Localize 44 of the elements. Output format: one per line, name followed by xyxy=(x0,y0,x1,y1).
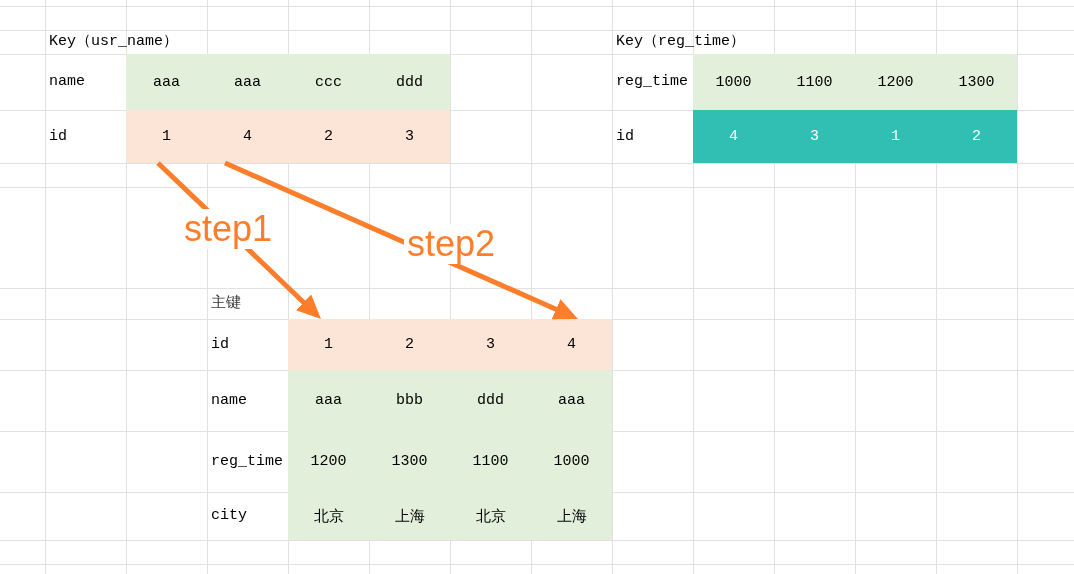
table-cell: 上海 xyxy=(531,492,612,540)
table-cell: aaa xyxy=(288,370,369,431)
table-cell: 4 xyxy=(531,319,612,370)
table-cell: aaa xyxy=(207,54,288,110)
row-header: reg_time xyxy=(211,452,283,471)
table-cell: 上海 xyxy=(369,492,450,540)
table-cell: 2 xyxy=(369,319,450,370)
table-title: 主键 xyxy=(211,294,241,313)
table-cell: 3 xyxy=(450,319,531,370)
table-cell: bbb xyxy=(369,370,450,431)
table-cell: 1200 xyxy=(288,431,369,492)
row-header: reg_time xyxy=(616,73,688,91)
table-cell: 1000 xyxy=(531,431,612,492)
row-header: city xyxy=(211,507,247,525)
table-cell: 1 xyxy=(288,319,369,370)
table-cell: 北京 xyxy=(288,492,369,540)
row-header: id xyxy=(49,127,67,146)
table-cell: 北京 xyxy=(450,492,531,540)
table-cell: 4 xyxy=(207,110,288,163)
row-header: name xyxy=(49,73,85,91)
table-cell: ddd xyxy=(369,54,450,110)
table-cell: 1300 xyxy=(936,54,1017,110)
table-cell: 4 xyxy=(693,110,774,163)
table-cell: 1 xyxy=(855,110,936,163)
table-cell: aaa xyxy=(126,54,207,110)
row-header: id xyxy=(211,335,229,354)
table-cell: 3 xyxy=(774,110,855,163)
arrow xyxy=(223,160,579,322)
row-header: name xyxy=(211,391,247,410)
table-cell: 1200 xyxy=(855,54,936,110)
table-cell: 1 xyxy=(126,110,207,163)
table-cell: aaa xyxy=(531,370,612,431)
table-cell: 3 xyxy=(369,110,450,163)
row-header: id xyxy=(616,127,634,146)
table-cell: 1100 xyxy=(450,431,531,492)
table-cell: 1300 xyxy=(369,431,450,492)
table-cell: 2 xyxy=(288,110,369,163)
table-cell: ccc xyxy=(288,54,369,110)
table-title: Key（usr_name） xyxy=(49,33,179,51)
table-title: Key（reg_time） xyxy=(616,33,746,51)
table-cell: 1000 xyxy=(693,54,774,110)
table-cell: 1100 xyxy=(774,54,855,110)
table-cell: ddd xyxy=(450,370,531,431)
table-cell: 2 xyxy=(936,110,1017,163)
